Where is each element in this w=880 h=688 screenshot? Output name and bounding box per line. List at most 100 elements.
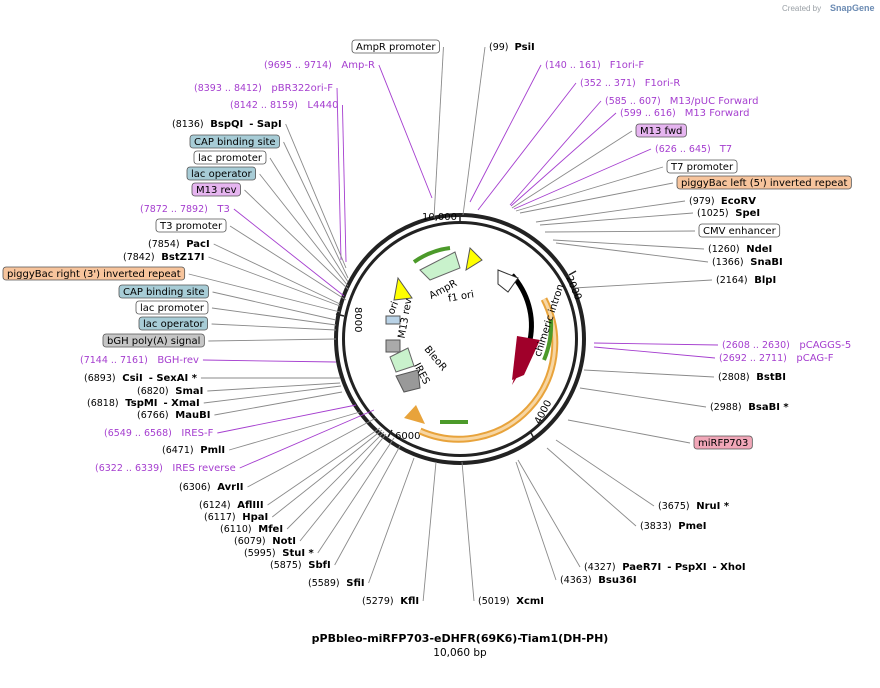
label-pmei[interactable]: (3833)PmeI <box>640 521 707 532</box>
f1-ori-arrow[interactable] <box>465 246 483 272</box>
connector-mfei <box>286 431 385 530</box>
label-sbfi[interactable]: (5875)SbfI <box>270 560 331 571</box>
m13-fwd-box-name: M13 fwd <box>640 126 682 137</box>
label-lac-promoter1[interactable]: lac promoter <box>193 150 267 165</box>
label-lac-operator1[interactable]: lac operator <box>186 166 256 181</box>
sfii-name: SfiI <box>346 578 364 589</box>
tick-label-8000: 8000 <box>352 307 363 332</box>
label-bstz17i[interactable]: (7842)BstZ17I <box>123 252 205 263</box>
label-snabi[interactable]: (1366)SnaBI <box>712 257 783 268</box>
lac-promoter2-name: lac promoter <box>140 303 205 314</box>
label-t7-primer[interactable]: (626 .. 645)T7 <box>655 144 732 155</box>
label-maubi[interactable]: (6766)MauBI <box>137 410 210 421</box>
label-pcag-f[interactable]: (2692 .. 2711)pCAG-F <box>719 353 834 364</box>
spei-pos: (1025) <box>697 208 729 219</box>
connector-cmv <box>544 230 696 233</box>
label-kfli[interactable]: (5279)KflI <box>362 596 419 607</box>
label-ndei[interactable]: (1260)NdeI <box>708 244 772 255</box>
label-stui[interactable]: (5995)StuI * <box>244 548 315 559</box>
label-ampr-primer[interactable]: (9695 .. 9714)Amp-R <box>264 60 375 71</box>
label-m13-fwd-box[interactable]: M13 fwd <box>635 123 687 138</box>
label-lac-operator2[interactable]: lac operator <box>138 316 208 331</box>
tspmi-name2: - XmaI <box>164 398 200 409</box>
label-m13puc-fwd[interactable]: (585 .. 607)M13/pUC Forward <box>605 96 758 107</box>
lac-promoter1-box <box>193 150 267 165</box>
bgh-polyA-block <box>385 339 401 353</box>
label-pcaggs5[interactable]: (2608 .. 2630)pCAGGS-5 <box>722 340 851 351</box>
label-ires-rev[interactable]: (6322 .. 6339)IRES reverse <box>95 463 236 474</box>
label-f1ori-f[interactable]: (140 .. 161)F1ori-F <box>545 60 644 71</box>
bgh-rev-name: BGH-rev <box>157 355 199 366</box>
connector-t3-promoter <box>229 225 347 301</box>
label-cap2[interactable]: CAP binding site <box>118 284 209 299</box>
label-cap1[interactable]: CAP binding site <box>189 134 280 149</box>
psii-name: PsiI <box>515 42 535 53</box>
label-csii[interactable]: (6893)CsiI- SexAI * <box>84 373 198 384</box>
label-paci[interactable]: (7854)PacI <box>148 239 210 250</box>
connector-bgh-signal <box>208 338 337 342</box>
f1ori-r-name: F1ori-R <box>645 78 681 89</box>
label-psii[interactable]: (99)PsiI <box>489 42 535 53</box>
mfei-name: MfeI <box>258 524 283 535</box>
label-xcmi[interactable]: (5019)XcmI <box>478 596 544 607</box>
ampr-arrow[interactable] <box>419 251 461 281</box>
label-f1ori-r[interactable]: (352 .. 371)F1ori-R <box>580 78 680 89</box>
ires-f-name: IRES-F <box>181 428 213 439</box>
label-mirfp[interactable]: miRFP703 <box>693 435 753 450</box>
label-pb-left[interactable]: piggyBac left (5') inverted repeat <box>676 175 852 190</box>
inner-label-ori: ori <box>386 300 401 316</box>
label-tspmi[interactable]: (6818)TspMI- XmaI <box>87 398 200 409</box>
label-hpai[interactable]: (6117)HpaI <box>204 512 268 523</box>
label-pbr322ori-f[interactable]: (8393 .. 8412)pBR322ori-F <box>194 83 333 94</box>
label-t3-promoter[interactable]: T3 promoter <box>155 218 227 233</box>
label-paer7i[interactable]: (4327)PaeR7I- PspXI- XhoI <box>584 562 746 573</box>
connector-pmli <box>229 411 361 451</box>
label-lac-promoter2[interactable]: lac promoter <box>135 300 209 315</box>
label-mfei[interactable]: (6110)MfeI <box>220 524 283 535</box>
ecorv-name: EcoRV <box>721 196 756 207</box>
bspqi-name: BspQI <box>210 119 243 130</box>
ires-block[interactable] <box>395 369 421 393</box>
label-cmv[interactable]: CMV enhancer <box>698 223 781 238</box>
ori-arrow[interactable] <box>393 276 413 301</box>
label-afliii[interactable]: (6124)AflIII <box>199 500 264 511</box>
connector-lac-promoter1 <box>269 157 349 283</box>
label-t3-primer[interactable]: (7872 .. 7892)T3 <box>140 204 230 215</box>
cmv-enhancer-box[interactable] <box>497 269 519 293</box>
cag-promoter-block[interactable] <box>512 336 540 380</box>
bsu36i-name: Bsu36I <box>598 575 636 586</box>
label-m13-forward[interactable]: (599 .. 616)M13 Forward <box>620 108 749 119</box>
label-pb-right[interactable]: piggyBac right (3') inverted repeat <box>2 266 186 281</box>
bleor-arrow[interactable] <box>389 347 415 373</box>
paer7i-pos: (4327) <box>584 562 616 573</box>
label-ires-f[interactable]: (6549 .. 6568)IRES-F <box>104 428 214 439</box>
lac-operator2-name: lac operator <box>143 319 204 330</box>
label-avrii[interactable]: (6306)AvrII <box>179 482 244 493</box>
label-nrui[interactable]: (3675)NruI * <box>658 501 730 512</box>
label-sfii[interactable]: (5589)SfiI <box>308 578 365 589</box>
label-bspqi[interactable]: (8136)BspQI- SapI <box>172 119 282 130</box>
m13rev-box-box <box>191 182 241 197</box>
kfli-pos: (5279) <box>362 596 394 607</box>
stui-pos: (5995) <box>244 548 276 559</box>
label-t7-promoter[interactable]: T7 promoter <box>666 159 738 174</box>
label-noti[interactable]: (6079)NotI <box>234 536 296 547</box>
label-bstbi[interactable]: (2808)BstBI <box>718 372 786 383</box>
pcaggs5-name: pCAGGS-5 <box>799 340 851 351</box>
label-bgh-signal[interactable]: bGH poly(A) signal <box>102 333 205 348</box>
label-bsabi[interactable]: (2988)BsaBI * <box>710 402 789 413</box>
label-smai[interactable]: (6820)SmaI <box>137 386 203 397</box>
label-blpi[interactable]: (2164)BlpI <box>716 275 776 286</box>
label-bgh-rev[interactable]: (7144 .. 7161)BGH-rev <box>80 355 199 366</box>
csii-name: CsiI <box>122 373 142 384</box>
connector-paci <box>213 243 341 305</box>
label-spei[interactable]: (1025)SpeI <box>697 208 760 219</box>
label-ecorv[interactable]: (979)EcoRV <box>689 196 756 207</box>
label-pmli[interactable]: (6471)PmlI <box>162 445 225 456</box>
label-bsu36i[interactable]: (4363)Bsu36I <box>560 575 637 586</box>
label-m13rev-box[interactable]: M13 rev <box>191 182 241 197</box>
chimeric-intron-arc[interactable] <box>510 273 534 341</box>
label-l4440[interactable]: (8142 .. 8159)L4440 <box>230 100 338 111</box>
label-ampr-promoter[interactable]: AmpR promoter <box>351 39 440 54</box>
pb-left-name: piggyBac left (5') inverted repeat <box>681 178 847 189</box>
